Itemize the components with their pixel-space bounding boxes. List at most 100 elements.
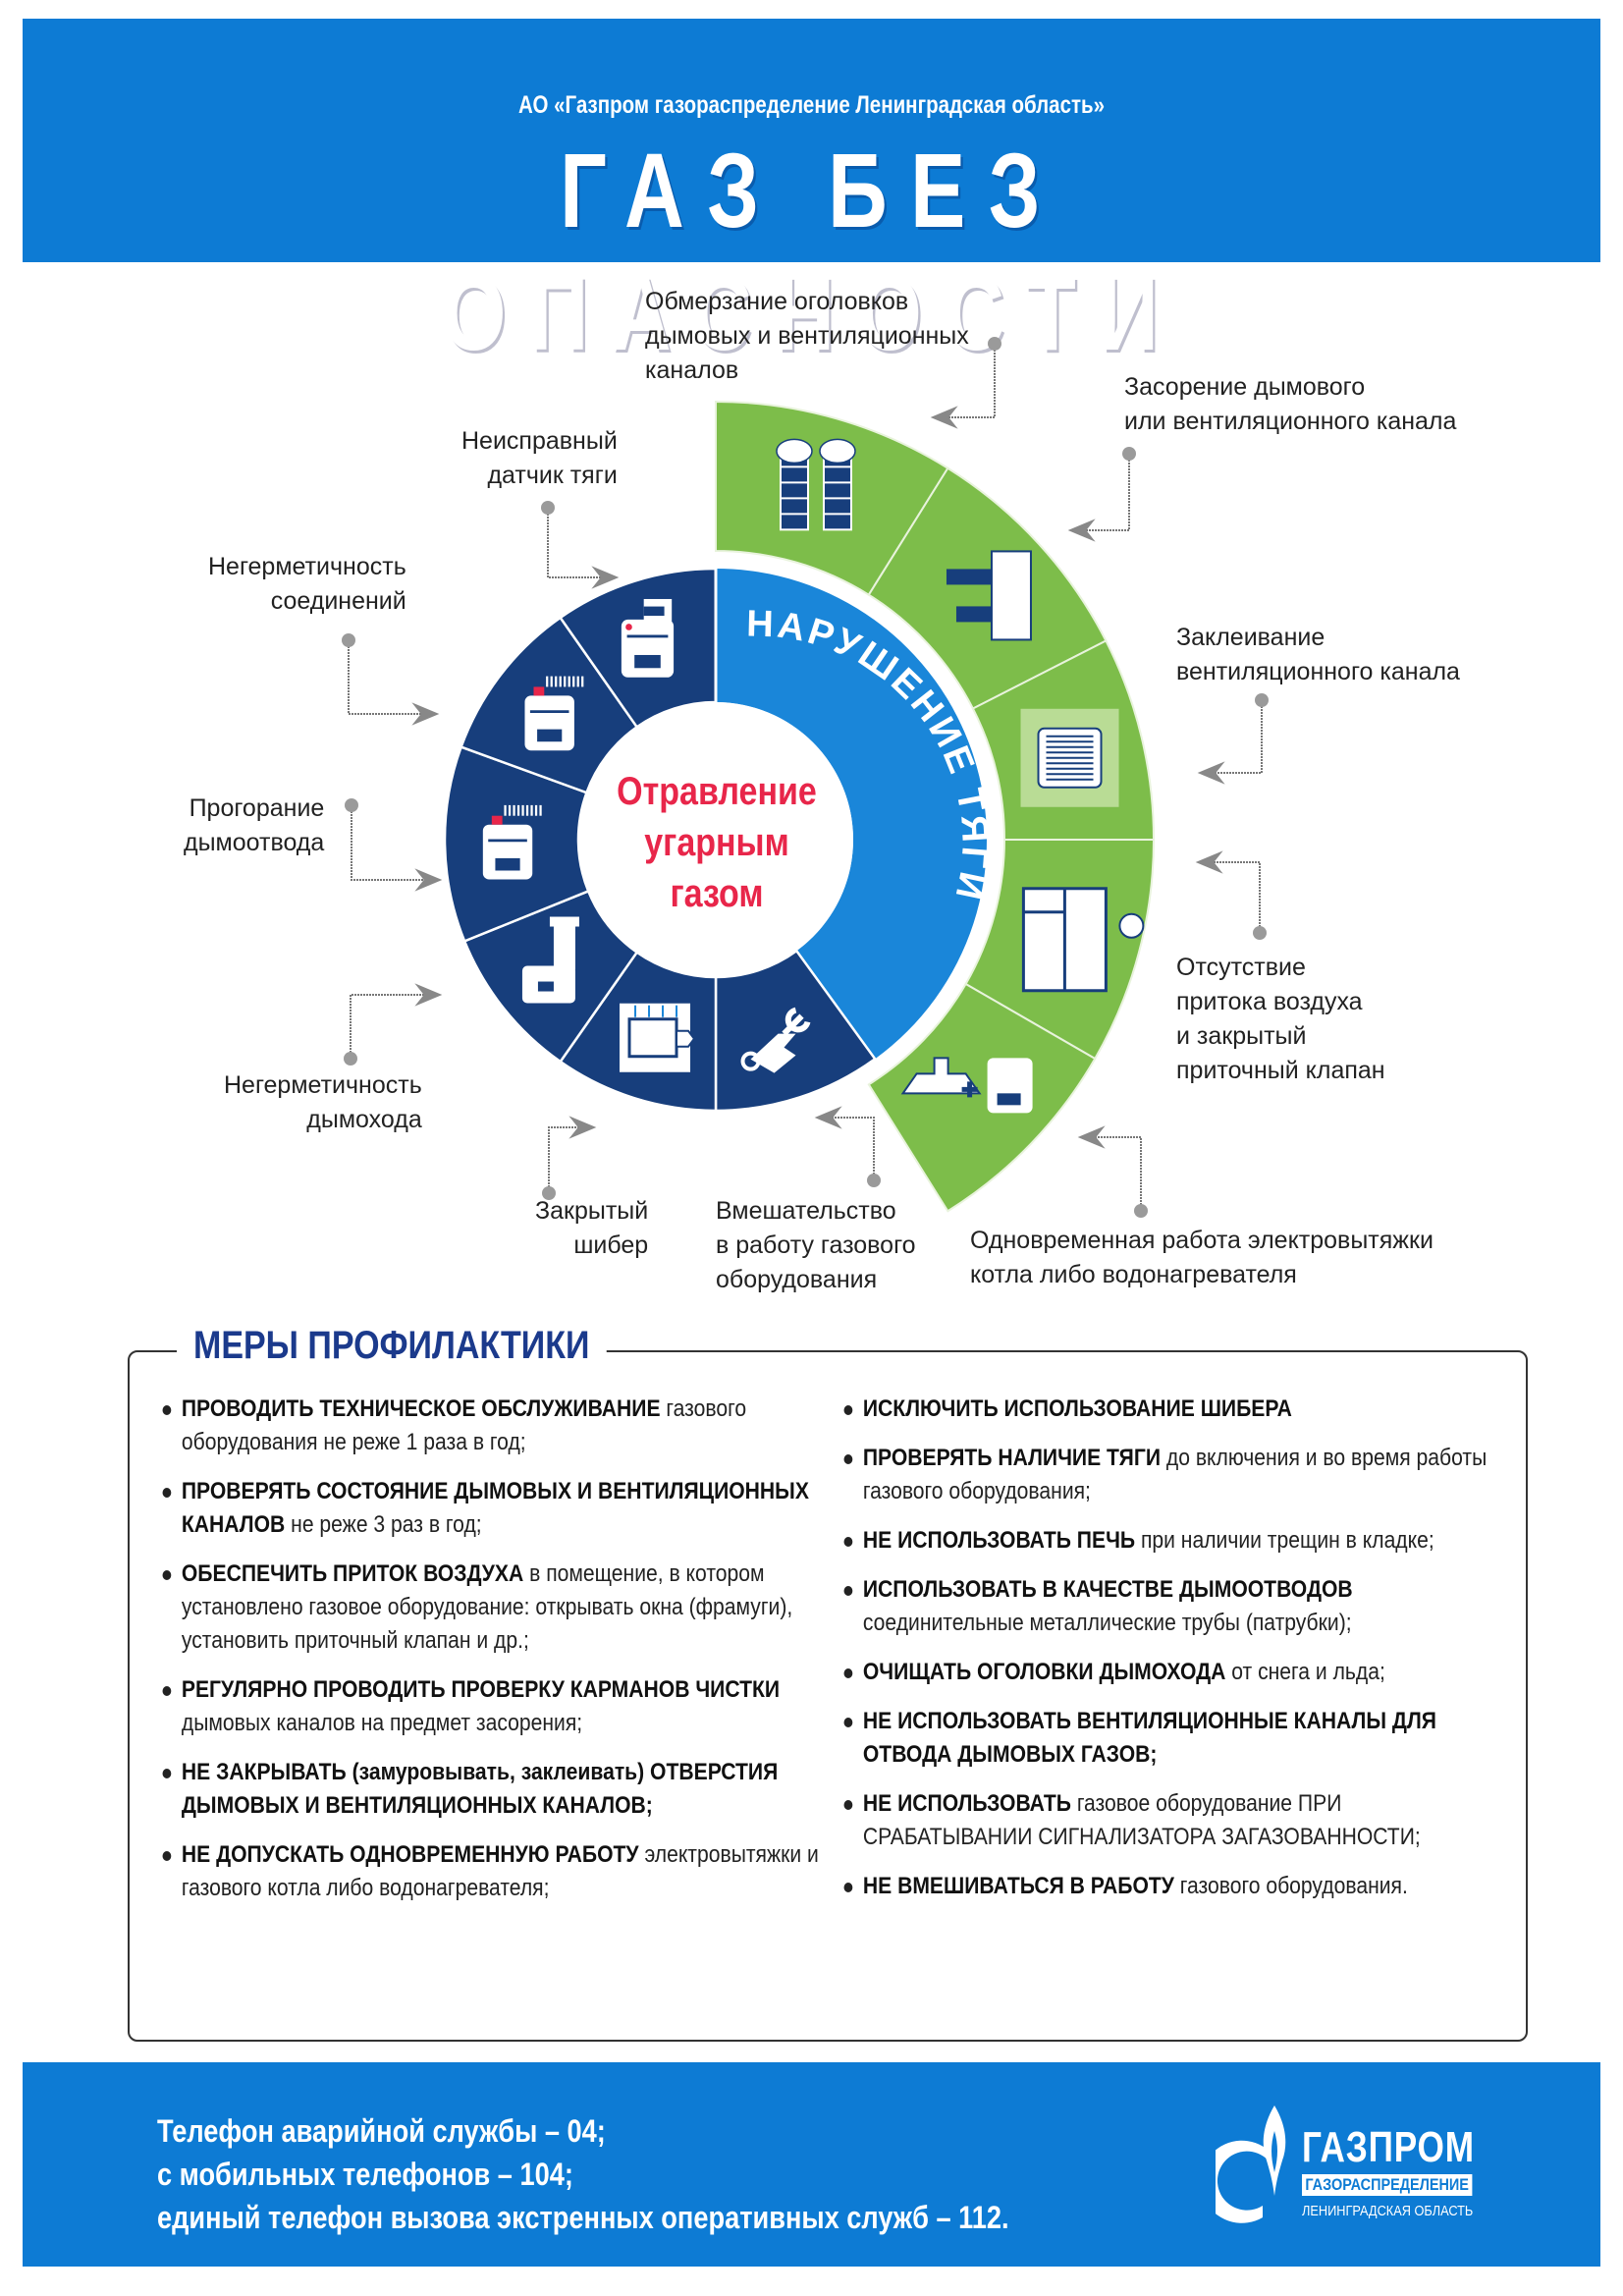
- gazprom-flame-icon: [1200, 2105, 1286, 2223]
- draft-segment: [867, 982, 1097, 1213]
- boiler-body: [482, 824, 533, 880]
- measure-text: дымовых каналов на предмет засорения;: [181, 1710, 583, 1736]
- bullet-icon: [843, 1405, 853, 1415]
- measure-emphasis: ОЧИЩАТЬ ОГОЛОВКИ ДЫМОХОДА: [862, 1659, 1226, 1685]
- measure-text: электровытяжки и газового котла либо вод…: [181, 1841, 819, 1901]
- footer-banner: [23, 2062, 1600, 2267]
- wrench-hand-icon: [740, 1007, 811, 1073]
- center-line: газом: [670, 872, 764, 915]
- connector-arrow: [814, 1106, 875, 1180]
- center-line: Отравление: [617, 770, 817, 813]
- measure-text: газовое оборудование ПРИ СРАБАТЫВАНИИ СИ…: [862, 1790, 1421, 1850]
- measure-item: ИСПОЛЬЗОВАТЬ В КАЧЕСТВЕ ДЫМООТВОДОВ соед…: [840, 1573, 1502, 1640]
- connector-dot: [867, 1174, 881, 1187]
- connector-arrow: [1077, 1125, 1142, 1211]
- connector-dot: [542, 1186, 556, 1200]
- measure-item: ПРОВЕРЯТЬ СОСТОЯНИЕ ДЫМОВЫХ И ВЕНТИЛЯЦИО…: [159, 1475, 821, 1542]
- measure-item: НЕ ИСПОЛЬЗОВАТЬ ПЕЧЬ при наличии трещин …: [840, 1524, 1502, 1558]
- center-circle: [578, 702, 853, 977]
- measure-text: газового оборудования.: [1173, 1873, 1408, 1899]
- page-title: ГАЗ БЕЗ ОПАСНОСТИ: [441, 131, 1182, 372]
- measure-text: до включения и во время работы газового …: [862, 1445, 1488, 1504]
- bullet-icon: [162, 1686, 172, 1696]
- clogged-channel-icon: [946, 550, 1032, 641]
- logo-subtitle: ГАЗОРАСПРЕДЕЛЕНИЕ: [1302, 2174, 1473, 2196]
- bullet-icon: [843, 1586, 853, 1596]
- connector-arrow: [1197, 700, 1263, 785]
- connector-arrow: [547, 508, 620, 589]
- sensor-dot: [625, 624, 632, 630]
- bullet-icon: [843, 1454, 853, 1464]
- measure-emphasis: ПРОВОДИТЬ ТЕХНИЧЕСКОЕ ОБСЛУЖИВАНИЕ: [181, 1395, 661, 1422]
- connector-dot: [345, 798, 358, 812]
- boiler-burnout-icon: [482, 804, 542, 880]
- bullet-icon: [843, 1718, 853, 1727]
- measure-emphasis: РЕГУЛЯРНО ПРОВОДИТЬ ПРОВЕРКУ КАРМАНОВ ЧИ…: [181, 1676, 781, 1703]
- logo-name: ГАЗПРОМ: [1302, 2123, 1475, 2171]
- measure-text: от снега и льда;: [1225, 1659, 1385, 1685]
- boiler-leak-icon: [524, 676, 584, 751]
- measure-emphasis: ПРОВЕРЯТЬ СОСТОЯНИЕ ДЫМОВЫХ И ВЕНТИЛЯЦИО…: [181, 1478, 809, 1538]
- connector-arrow: [351, 805, 443, 892]
- phone-line: с мобильных телефонов – 104;: [157, 2157, 573, 2192]
- measure-text: газового оборудования не реже 1 раза в г…: [181, 1395, 747, 1455]
- measures-left-column: ПРОВОДИТЬ ТЕХНИЧЕСКОЕ ОБСЛУЖИВАНИЕ газов…: [159, 1393, 819, 1921]
- bullet-icon: [843, 1537, 853, 1547]
- causes-diagram: НАРУШЕНИЕ ТЯГИ: [342, 337, 1269, 1218]
- plus-icon: [961, 1081, 978, 1098]
- hood-plus-boiler-icon: [900, 1057, 1033, 1114]
- measure-item: ОБЕСПЕЧИТЬ ПРИТОК ВОЗДУХА в помещение, в…: [159, 1558, 821, 1658]
- connector-dot: [1134, 1204, 1148, 1218]
- connector-arrow: [930, 344, 996, 429]
- bullet-icon: [162, 1488, 172, 1498]
- measure-text: не реже 3 раз в год;: [285, 1511, 482, 1538]
- measure-emphasis: НЕ ЗАКРЫВАТЬ (замуровывать, заклеивать) …: [181, 1759, 779, 1819]
- logo-region: ЛЕНИНГРАДСКАЯ ОБЛАСТЬ: [1302, 2203, 1474, 2219]
- connector-arrow: [348, 640, 440, 726]
- measure-emphasis: НЕ ИСПОЛЬЗОВАТЬ ВЕНТИЛЯЦИОННЫЕ КАНАЛЫ ДЛ…: [862, 1708, 1436, 1768]
- measure-emphasis: НЕ ИСПОЛЬЗОВАТЬ: [862, 1790, 1071, 1817]
- center-label: Отравление угарным газом: [600, 766, 834, 919]
- connector-dot: [988, 337, 1001, 351]
- measure-emphasis: ИСКЛЮЧИТЬ ИСПОЛЬЗОВАНИЕ ШИБЕРА: [862, 1395, 1292, 1422]
- measures-box: [128, 1350, 1528, 2042]
- frozen-chimney-icon: [776, 438, 856, 531]
- gazprom-logo: ГАЗПРОМ ГАЗОРАСПРЕДЕЛЕНИЕ ЛЕНИНГРАДСКАЯ …: [1200, 2102, 1510, 2239]
- measure-item: НЕ ДОПУСКАТЬ ОДНОВРЕМЕННУЮ РАБОТУ электр…: [159, 1838, 821, 1905]
- chimney-leak-icon: [521, 916, 579, 1004]
- bullet-icon: [162, 1851, 172, 1861]
- bullet-icon: [162, 1570, 172, 1580]
- measure-text: в помещение, в котором установлено газов…: [181, 1560, 793, 1654]
- measure-emphasis: НЕ ВМЕШИВАТЬСЯ В РАБОТУ: [862, 1873, 1174, 1899]
- center-line: угарным: [644, 821, 789, 864]
- measure-item: НЕ ЗАКРЫВАТЬ (замуровывать, заклеивать) …: [159, 1756, 821, 1823]
- hood-icon: [900, 1057, 982, 1095]
- bullet-icon: [843, 1668, 853, 1678]
- measure-item: ПРОВОДИТЬ ТЕХНИЧЕСКОЕ ОБСЛУЖИВАНИЕ газов…: [159, 1393, 821, 1459]
- phone-line: единый телефон вызова экстренных операти…: [157, 2200, 1009, 2235]
- measure-text: соединительные металлические трубы (патр…: [862, 1610, 1352, 1636]
- measure-item: НЕ ИСПОЛЬЗОВАТЬ газовое оборудование ПРИ…: [840, 1787, 1502, 1854]
- measure-emphasis: ИСПОЛЬЗОВАТЬ В КАЧЕСТВЕ ДЫМООТВОДОВ: [862, 1576, 1353, 1603]
- measure-item: ИСКЛЮЧИТЬ ИСПОЛЬЗОВАНИЕ ШИБЕРА: [840, 1393, 1502, 1426]
- connector-dot: [344, 1052, 357, 1066]
- measure-text: при наличии трещин в кладке;: [1135, 1527, 1434, 1554]
- bullet-icon: [843, 1800, 853, 1810]
- bullet-icon: [843, 1883, 853, 1892]
- connector-arrow: [350, 983, 443, 1059]
- boiler-sensor-icon: [621, 598, 675, 678]
- measure-emphasis: НЕ ИСПОЛЬЗОВАТЬ ПЕЧЬ: [862, 1527, 1136, 1554]
- measure-emphasis: ПРОВЕРЯТЬ НАЛИЧИЕ ТЯГИ: [862, 1445, 1162, 1471]
- measure-item: НЕ ВМЕШИВАТЬСЯ В РАБОТУ газового оборудо…: [840, 1870, 1502, 1903]
